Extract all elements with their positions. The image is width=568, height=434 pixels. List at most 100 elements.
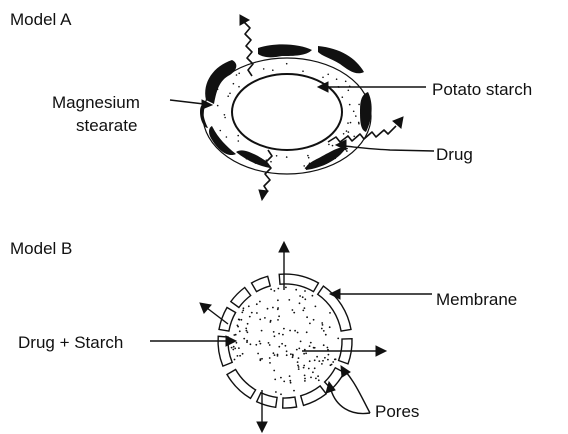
stipple-dot	[233, 83, 235, 85]
stipple-dot	[277, 354, 279, 356]
stipple-dot	[318, 379, 320, 381]
stipple-dot	[343, 133, 345, 135]
stipple-dot	[342, 96, 344, 98]
stipple-dot	[283, 328, 285, 330]
stipple-dot	[256, 312, 258, 314]
stipple-dot	[280, 393, 282, 395]
stipple-dot	[296, 349, 298, 351]
membrane-segment	[283, 397, 297, 408]
stipple-dot	[249, 316, 251, 318]
stipple-dot	[237, 325, 239, 327]
model-b: Model B Membrane Drug + Starch Pores	[10, 239, 517, 432]
stipple-dot	[238, 347, 240, 349]
stipple-dot	[304, 298, 306, 300]
stipple-dot	[323, 344, 325, 346]
stipple-dot	[285, 345, 287, 347]
stipple-dot	[273, 370, 275, 372]
stipple-dot	[306, 331, 308, 333]
stipple-dot	[278, 333, 280, 335]
stipple-dot	[314, 367, 316, 369]
stipple-dot	[321, 322, 323, 324]
stipple-dot	[247, 323, 249, 325]
stipple-dot	[323, 330, 325, 332]
stipple-dot	[306, 316, 308, 318]
stipple-dot	[270, 161, 272, 163]
stipple-dot	[269, 344, 271, 346]
arrowhead	[257, 422, 267, 432]
stipple-dot	[314, 359, 316, 361]
stipple-dot	[277, 288, 279, 290]
stipple-dot	[273, 331, 275, 333]
stipple-dot	[298, 357, 300, 359]
stipple-dot	[280, 377, 282, 379]
stipple-dot	[257, 353, 259, 355]
stipple-dot	[349, 104, 351, 106]
stipple-dot	[250, 343, 252, 345]
stipple-dot	[328, 354, 330, 356]
stipple-dot	[307, 155, 309, 157]
stipple-dot	[241, 312, 243, 314]
label-pores: Pores	[375, 402, 419, 421]
arrowhead	[200, 303, 211, 313]
stipple-dot	[256, 303, 258, 305]
stipple-dot	[335, 358, 337, 360]
stearate-patch	[258, 44, 312, 57]
stipple-dot	[345, 81, 347, 83]
stipple-dot	[353, 136, 355, 138]
stipple-dot	[217, 105, 219, 107]
stipple-dot	[277, 308, 279, 310]
stipple-dot	[269, 321, 271, 323]
stipple-dot	[236, 342, 238, 344]
leader-drug	[344, 146, 434, 151]
stipple-dot	[358, 123, 360, 125]
stipple-dot	[245, 328, 247, 330]
stipple-dot	[229, 93, 231, 95]
arrowhead	[376, 346, 386, 356]
stipple-dot	[298, 366, 300, 368]
stipple-dot	[293, 312, 295, 314]
stipple-dot	[232, 349, 234, 351]
stipple-dot	[298, 348, 300, 350]
stipple-dot	[322, 77, 324, 79]
stipple-dot	[239, 355, 241, 357]
stipple-dot	[264, 317, 266, 319]
stipple-dot	[304, 375, 306, 377]
stipple-dot	[308, 157, 310, 159]
stipple-dot	[238, 140, 240, 142]
stipple-dot	[325, 334, 327, 336]
stipple-dot	[238, 86, 240, 88]
label-potato-starch: Potato starch	[432, 80, 532, 99]
stipple-dot	[274, 335, 276, 337]
stipple-dot	[289, 330, 291, 332]
stipple-dot	[293, 390, 295, 392]
stipple-dot	[350, 122, 352, 124]
stipple-dot	[233, 346, 235, 348]
stipple-dot	[243, 338, 245, 340]
stipple-dot	[270, 288, 272, 290]
stipple-dot	[324, 357, 326, 359]
stipple-dot	[332, 145, 334, 147]
stipple-dot	[321, 328, 323, 330]
stipple-dot	[242, 310, 244, 312]
stipple-dot	[286, 156, 288, 158]
stipple-dot	[286, 350, 288, 352]
stipple-dot	[308, 368, 310, 370]
stipple-dot	[239, 330, 241, 332]
stipple-dot	[303, 353, 305, 355]
stipple-dot	[310, 342, 312, 344]
stipple-dot	[304, 290, 306, 292]
stipple-dot	[297, 332, 299, 334]
stipple-dot	[269, 362, 271, 364]
label-stearate: stearate	[76, 116, 137, 135]
stipple-dot	[327, 74, 329, 76]
stipple-dot	[272, 69, 274, 71]
stipple-dot	[312, 295, 314, 297]
stipple-dot	[329, 326, 331, 328]
stipple-dot	[315, 306, 317, 308]
stipple-dot	[289, 375, 291, 377]
stipple-dot	[247, 331, 249, 333]
stipple-dot	[302, 310, 304, 312]
stipple-dot	[259, 319, 261, 321]
stipple-dot	[261, 358, 263, 360]
